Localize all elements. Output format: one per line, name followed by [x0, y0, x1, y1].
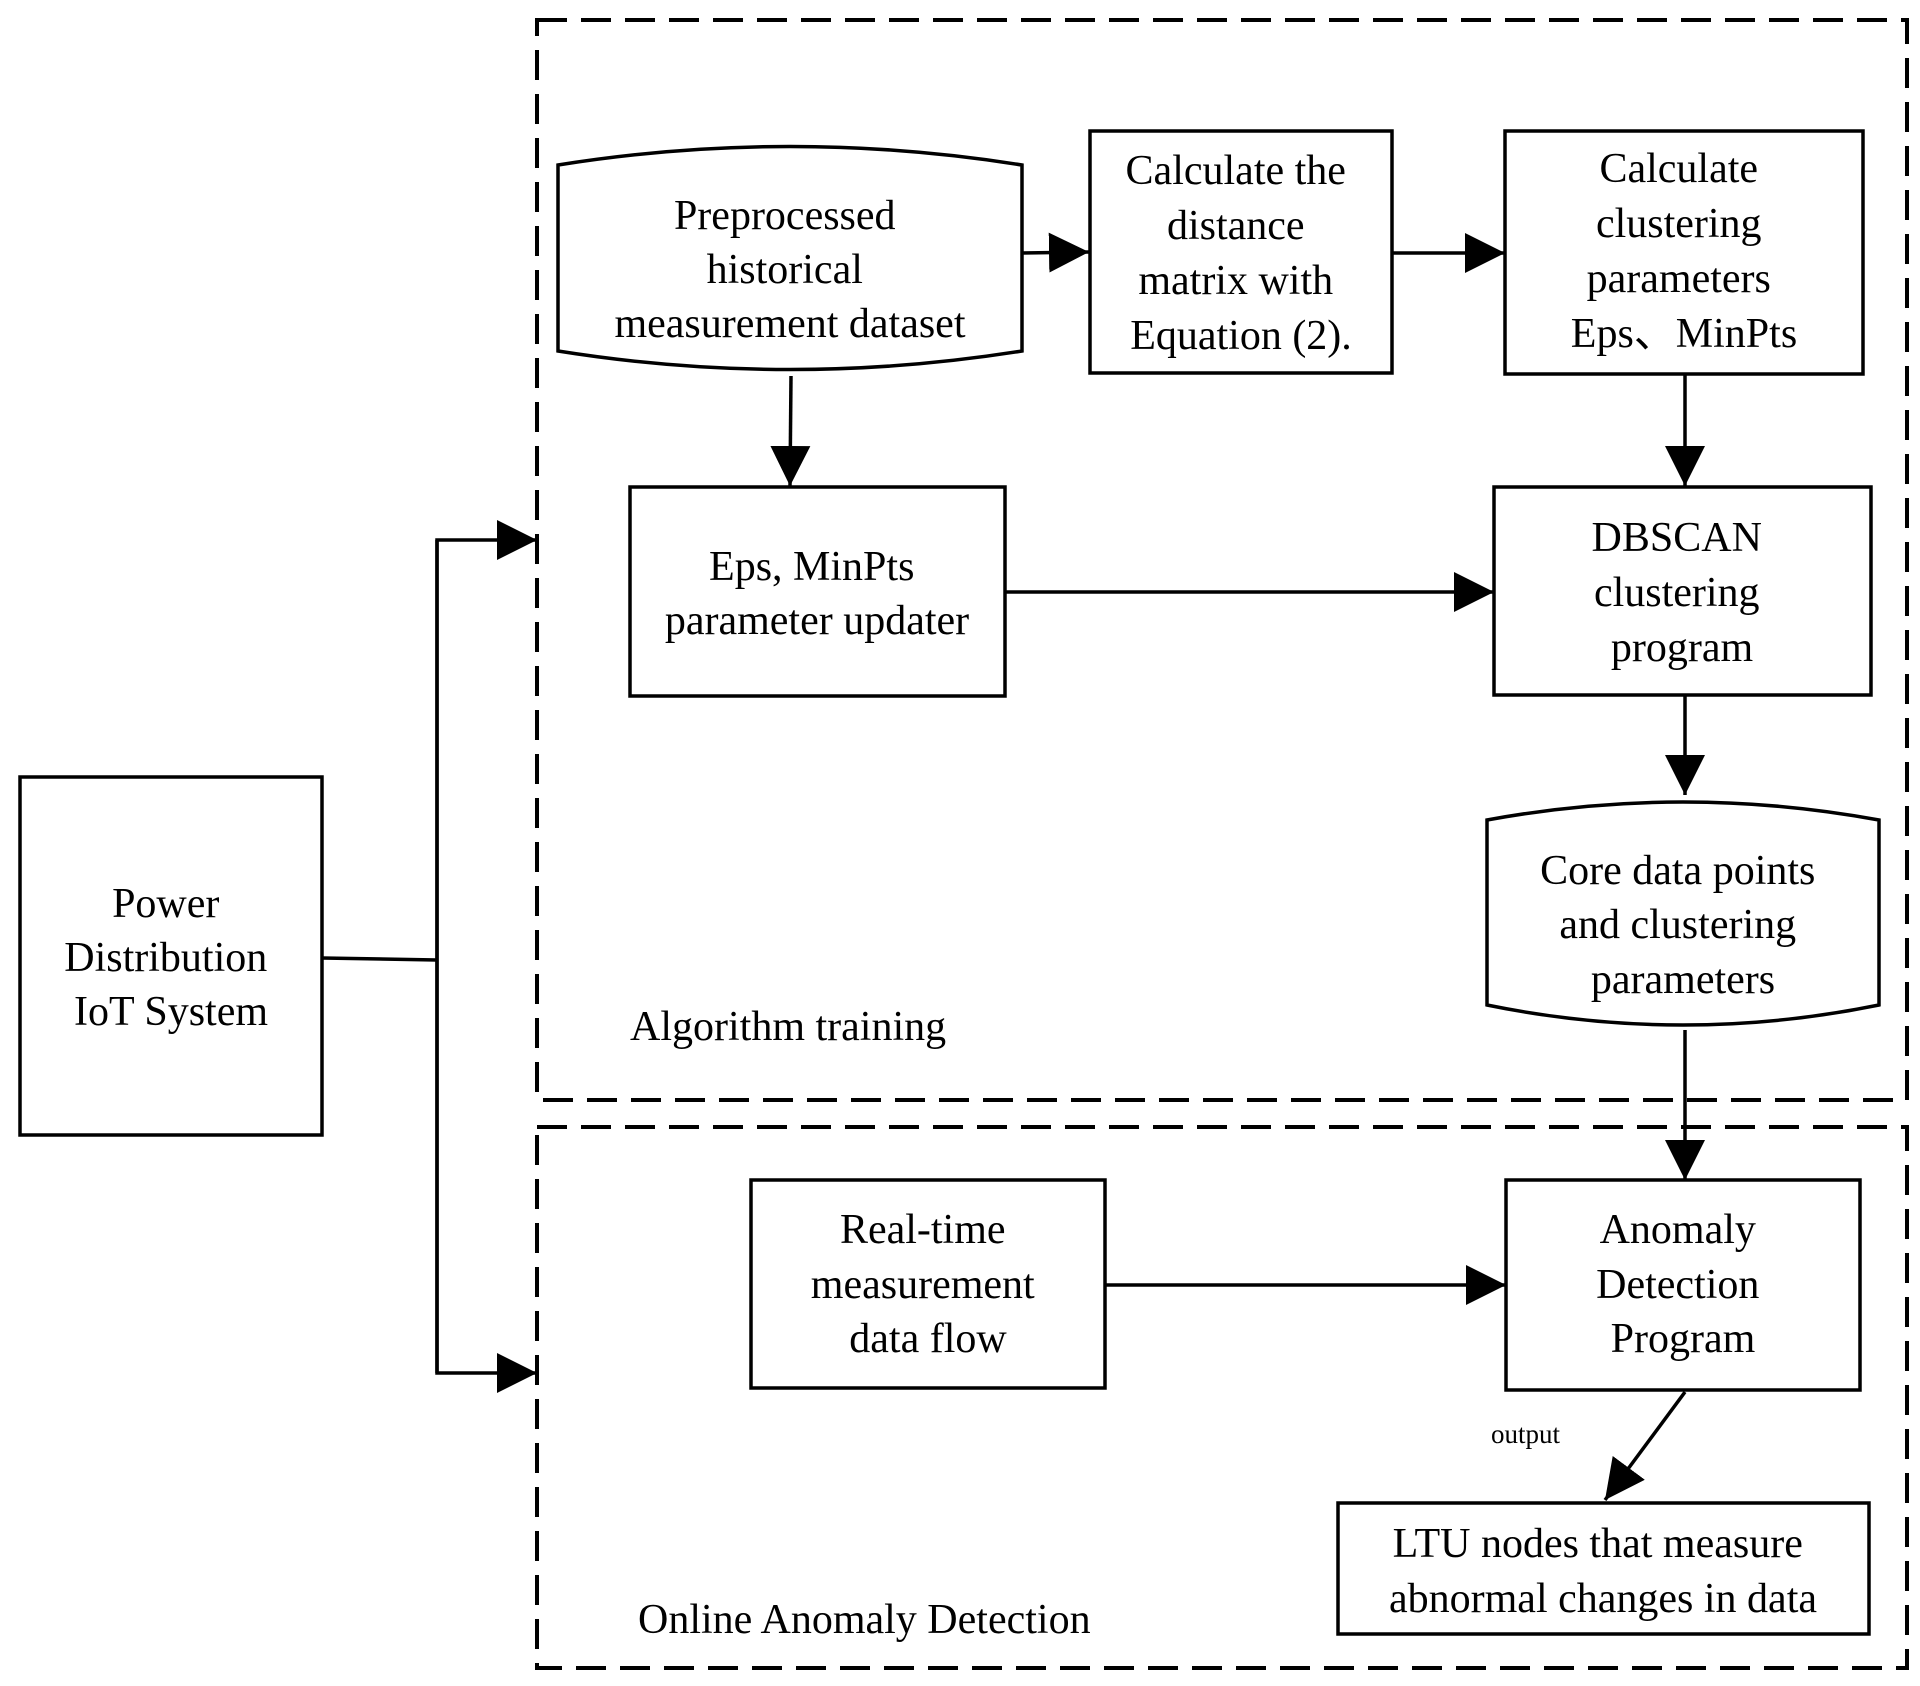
historical-dataset-line: measurement dataset [614, 301, 965, 347]
anomaly-to-ltu-arrow [1603, 1390, 1687, 1502]
realtime-flow-node: Real-time measurement data flow [749, 1178, 1107, 1390]
core-points-node: Core data points and clustering paramete… [1485, 800, 1881, 1027]
connectors [321, 232, 1705, 1502]
power-to-trunk-line [321, 956, 438, 962]
output-edge-label: output [1491, 1419, 1561, 1449]
ltu-nodes-line: LTU nodes that measure [1393, 1521, 1803, 1567]
distance-matrix-line: Calculate the [1126, 148, 1346, 194]
training-region-frame [535, 18, 1909, 1102]
power-system-node: Power Distribution IoT System [18, 775, 324, 1137]
realtime-flow-line: data flow [849, 1316, 1007, 1362]
svg-text:Anomaly Detection: Anomaly Detection Program [1596, 1207, 1770, 1362]
trunk-to-online-arrow [435, 540, 537, 1393]
clustering-params-line: parameters [1587, 256, 1771, 302]
anomaly-program-line: Detection [1596, 1262, 1759, 1308]
svg-text:Power Distribution: Power Distribution IoT System [64, 881, 278, 1035]
trunk-to-training-arrow [435, 520, 537, 1373]
clustering-params-line: Eps、MinPts [1571, 311, 1797, 357]
svg-text:LTU nodes that measure a: LTU nodes that measure abnormal changes … [1389, 1521, 1817, 1622]
power-system-line: IoT System [74, 989, 268, 1035]
param-updater-line: Eps, MinPts [709, 544, 914, 590]
param-updater-line: parameter updater [665, 598, 969, 644]
dbscan-line: DBSCAN [1592, 515, 1762, 561]
svg-text:Eps, MinPts parameter up: Eps, MinPts parameter updater [665, 544, 969, 644]
dbscan-line: clustering [1594, 570, 1760, 616]
svg-text:DBSCAN clustering: DBSCAN clustering program [1592, 515, 1773, 671]
svg-text:Preprocessed historical: Preprocessed historical measurement data… [614, 193, 965, 347]
distance-matrix-node: Calculate the distance matrix with Equat… [1088, 129, 1394, 375]
anomaly-program-line: Program [1611, 1316, 1756, 1362]
anomaly-program-line: Anomaly [1600, 1207, 1756, 1253]
dbscan-line: program [1611, 625, 1754, 671]
svg-text:Calculate the distance: Calculate the distance matrix with Equat… [1126, 148, 1357, 359]
realtime-flow-line: measurement [811, 1262, 1035, 1308]
dataset-to-updater-arrow [770, 375, 811, 487]
svg-text:Calculate clustering: Calculate clustering parameters Eps、MinP… [1571, 146, 1797, 357]
power-system-line: Distribution [64, 935, 267, 981]
historical-dataset-line: Preprocessed [674, 193, 896, 239]
clustering-params-line: clustering [1596, 201, 1762, 247]
svg-text:Core data points and clu: Core data points and clustering paramete… [1540, 848, 1826, 1003]
ltu-nodes-node: LTU nodes that measure abnormal changes … [1336, 1501, 1871, 1636]
power-system-line: Power [112, 881, 219, 927]
distance-matrix-line: distance [1167, 203, 1305, 249]
core-points-line: and clustering [1559, 902, 1796, 948]
distance-matrix-line: Equation (2). [1130, 313, 1352, 359]
clustering-params-line: Calculate [1599, 146, 1758, 192]
dataset-to-distance-arrow [1021, 232, 1090, 273]
training-region-label: Algorithm training [630, 1004, 946, 1050]
historical-dataset-node: Preprocessed historical measurement data… [556, 144, 1024, 372]
distance-matrix-line: matrix with [1138, 258, 1333, 304]
ltu-nodes-line: abnormal changes in data [1389, 1576, 1817, 1622]
core-points-line: Core data points [1540, 848, 1815, 894]
online-region-label: Online Anomaly Detection [638, 1597, 1091, 1643]
anomaly-program-node: Anomaly Detection Program [1504, 1178, 1862, 1392]
historical-dataset-line: historical [707, 247, 863, 293]
dbscan-node: DBSCAN clustering program [1492, 485, 1873, 697]
realtime-flow-line: Real-time [840, 1207, 1006, 1253]
core-points-line: parameters [1591, 957, 1775, 1003]
online-region-frame [535, 1125, 1909, 1670]
svg-text:Real-time measurement: Real-time measurement data flow [811, 1207, 1045, 1362]
param-updater-node: Eps, MinPts parameter updater [628, 485, 1007, 698]
clustering-params-node: Calculate clustering parameters Eps、MinP… [1503, 129, 1865, 376]
